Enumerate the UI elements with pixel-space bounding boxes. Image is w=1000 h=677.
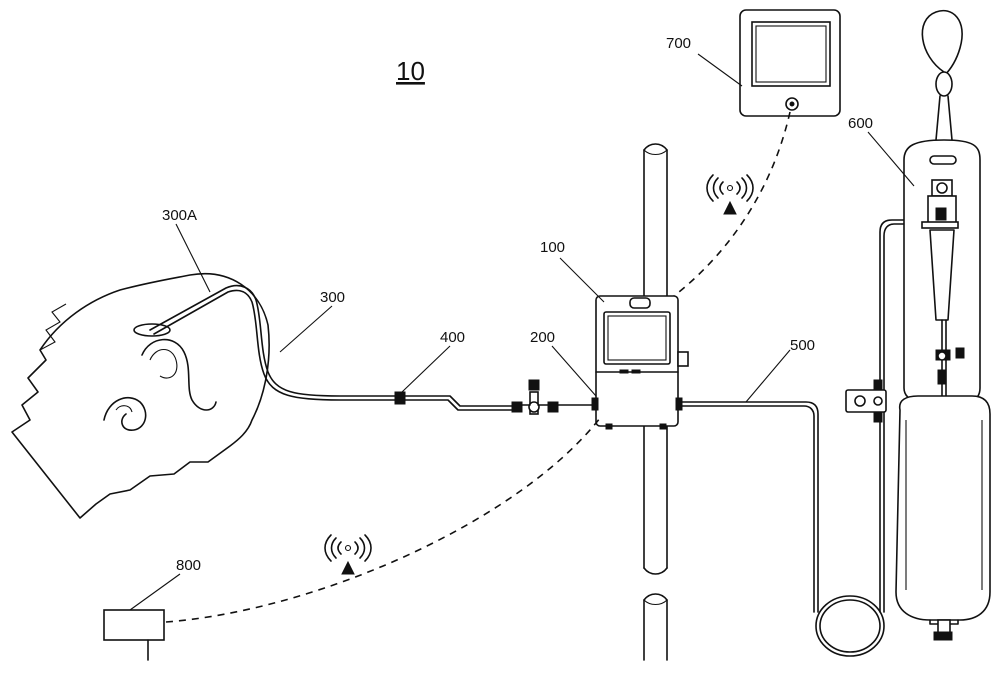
label-300A: 300A <box>162 207 197 224</box>
label-100: 100 <box>540 239 565 256</box>
label-400: 400 <box>440 329 465 346</box>
label-300: 300 <box>320 289 345 306</box>
wireless-link-monitor <box>673 111 791 297</box>
label-500: 500 <box>790 337 815 354</box>
wireless-signal-icon <box>324 534 372 575</box>
collection-bag <box>895 9 991 641</box>
patient-head <box>11 272 270 519</box>
drain-line-500 <box>681 219 931 657</box>
leader-lines <box>129 53 915 611</box>
wireless-signal-icon <box>706 174 754 215</box>
stopcock-valve <box>511 379 599 415</box>
pump-device <box>591 295 689 430</box>
label-800: 800 <box>176 557 201 574</box>
drain-catheter <box>149 284 399 401</box>
remote-unit-800 <box>103 609 165 661</box>
coupler-400 <box>394 391 513 411</box>
figure-number: 10 <box>396 56 425 86</box>
label-700: 700 <box>666 35 691 52</box>
label-200: 200 <box>530 329 555 346</box>
wireless-link-remote <box>165 417 601 623</box>
monitor-700 <box>739 9 841 117</box>
label-600: 600 <box>848 115 873 132</box>
